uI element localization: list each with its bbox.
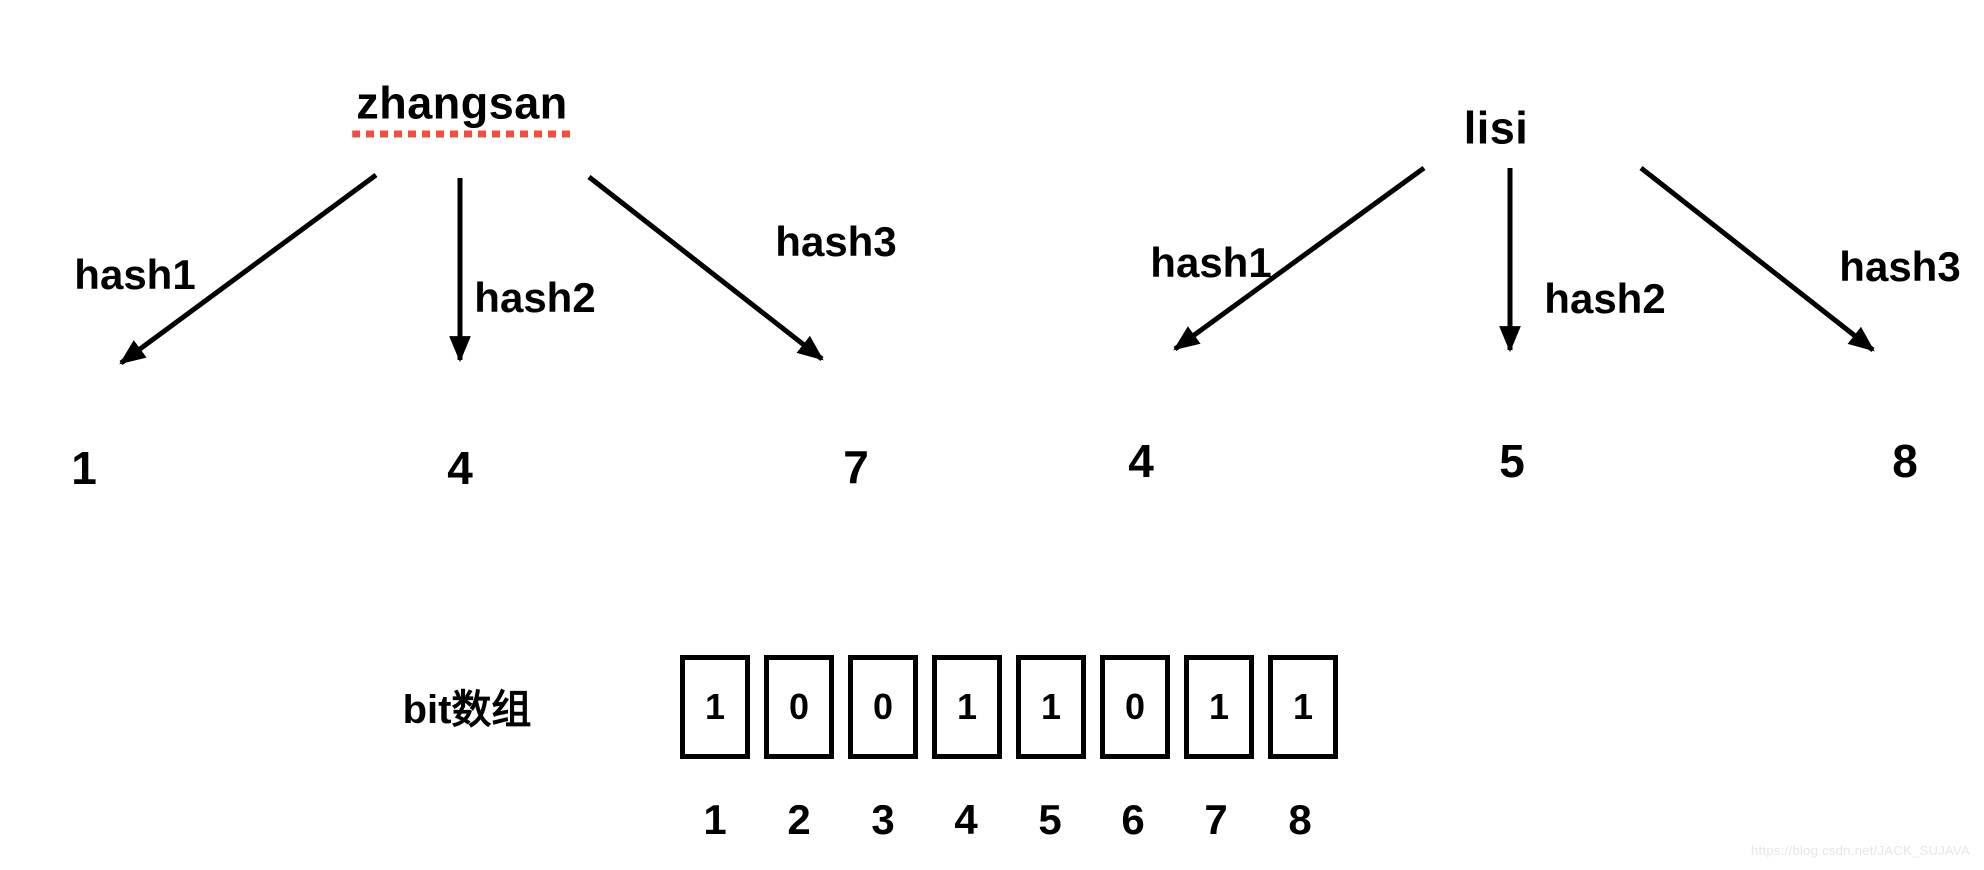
watermark-url: https://blog.csdn.net/JACK_SUJAVA xyxy=(1751,843,1970,858)
bit-cell-1: 1 xyxy=(680,655,750,759)
bit-array-label: bit数组 xyxy=(402,688,532,732)
zhangsan-hash2-result: 4 xyxy=(447,442,473,494)
item-name-lisi: lisi xyxy=(1463,102,1529,154)
bit-index-1: 1 xyxy=(703,796,727,843)
lisi-hash1-result: 4 xyxy=(1128,435,1154,487)
bit-cell-2: 0 xyxy=(764,655,834,759)
bit-index-7: 7 xyxy=(1204,796,1228,843)
zhangsan-hash1-result: 1 xyxy=(71,442,97,494)
lisi-hash2-label: hash2 xyxy=(1544,275,1666,322)
zhangsan-hash1-label: hash1 xyxy=(74,251,196,298)
bit-cell-8: 1 xyxy=(1268,655,1338,759)
bit-index-5: 5 xyxy=(1038,796,1062,843)
bit-cell-3: 0 xyxy=(848,655,918,759)
bit-array: 1 0 0 1 1 0 1 1 xyxy=(680,655,1338,759)
bit-cell-7: 1 xyxy=(1184,655,1254,759)
bit-index-3: 3 xyxy=(871,796,895,843)
lisi-hash2-result: 5 xyxy=(1499,435,1525,487)
lisi-hash3-result: 8 xyxy=(1892,435,1918,487)
bit-cell-6: 0 xyxy=(1100,655,1170,759)
zhangsan-hash3-label: hash3 xyxy=(775,218,897,265)
lisi-hash1-label: hash1 xyxy=(1150,239,1272,286)
arrow-zhangsan-hash3-icon xyxy=(587,175,824,361)
arrow-lisi-hash1-icon xyxy=(1173,165,1426,352)
zhangsan-hash2-label: hash2 xyxy=(474,274,596,321)
bit-index-8: 8 xyxy=(1288,796,1312,843)
lisi-hash3-label: hash3 xyxy=(1839,243,1961,290)
bit-index-2: 2 xyxy=(787,796,811,843)
bit-cell-4: 1 xyxy=(932,655,1002,759)
arrow-zhangsan-hash1-icon xyxy=(119,172,378,366)
bit-cell-5: 1 xyxy=(1016,655,1086,759)
arrow-lisi-hash3-icon xyxy=(1639,166,1875,352)
item-name-zhangsan: zhangsan xyxy=(352,81,572,138)
bit-index-4: 4 xyxy=(954,796,978,843)
bit-index-6: 6 xyxy=(1121,796,1145,843)
zhangsan-hash3-result: 7 xyxy=(843,441,869,493)
